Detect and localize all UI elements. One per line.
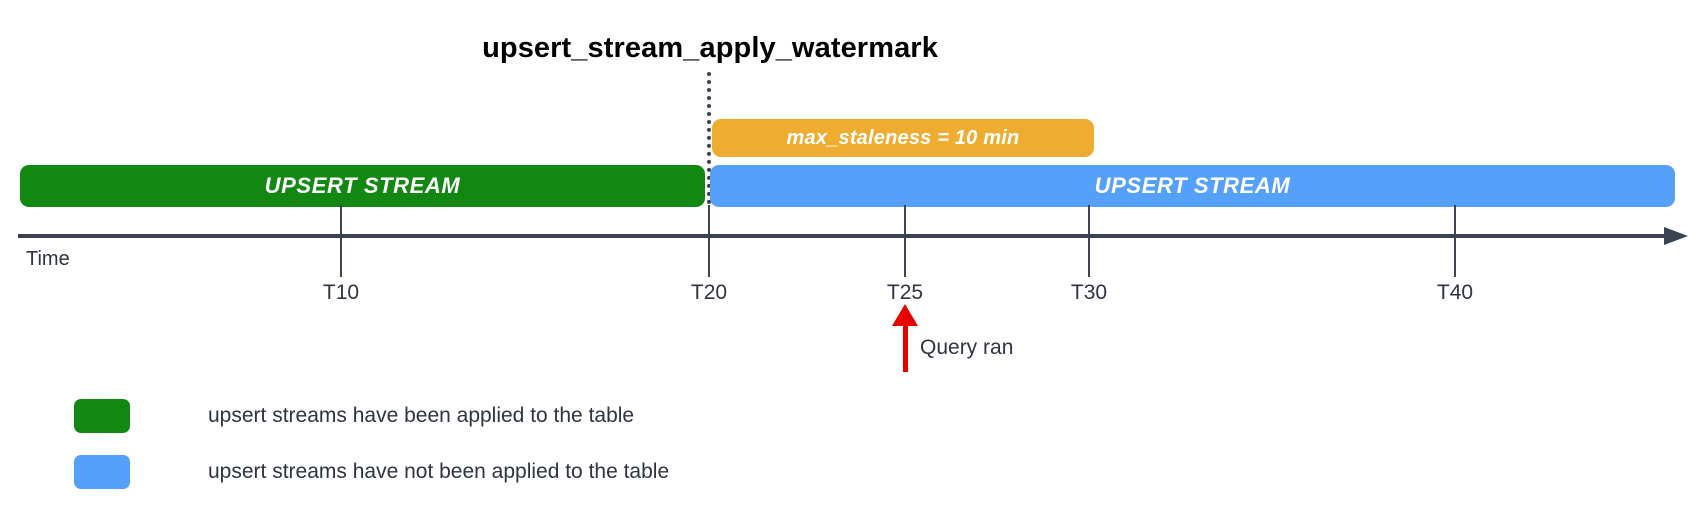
max-staleness-label: max_staleness = 10 min — [786, 126, 1020, 149]
page-title: upsert_stream_apply_watermark — [482, 32, 938, 64]
axis-tick — [904, 205, 906, 277]
legend-swatch-not-applied — [74, 455, 130, 489]
query-marker-label: Query ran — [920, 336, 1014, 359]
time-axis-line — [18, 234, 1668, 238]
axis-tick-label: T10 — [322, 281, 360, 304]
time-axis-label: Time — [26, 248, 70, 270]
axis-tick-label: T25 — [886, 281, 924, 304]
not-applied-upsert-stream-bar: UPSERT STREAM — [710, 165, 1675, 207]
legend-label-applied: upsert streams have been applied to the … — [208, 404, 635, 427]
time-axis-arrow-icon — [1664, 227, 1688, 245]
query-marker-shaft — [903, 320, 908, 372]
legend-item: upsert streams have been applied to the … — [74, 388, 669, 444]
max-staleness-bar: max_staleness = 10 min — [712, 119, 1094, 157]
axis-tick-label: T20 — [690, 281, 728, 304]
legend-label-not-applied: upsert streams have not been applied to … — [208, 460, 670, 483]
not-applied-upsert-stream-label: UPSERT STREAM — [1094, 173, 1291, 198]
axis-tick — [708, 205, 710, 277]
query-marker-arrow-icon — [892, 304, 918, 326]
axis-tick — [1454, 205, 1456, 277]
axis-tick — [1088, 205, 1090, 277]
watermark-dotted-line — [707, 72, 711, 204]
axis-tick-label: T30 — [1070, 281, 1108, 304]
axis-tick — [340, 205, 342, 277]
legend-item: upsert streams have not been applied to … — [74, 444, 669, 500]
applied-upsert-stream-bar: UPSERT STREAM — [20, 165, 705, 207]
applied-upsert-stream-label: UPSERT STREAM — [264, 173, 461, 198]
axis-tick-label: T40 — [1436, 281, 1474, 304]
legend-swatch-applied — [74, 399, 130, 433]
legend: upsert streams have been applied to the … — [74, 388, 669, 500]
